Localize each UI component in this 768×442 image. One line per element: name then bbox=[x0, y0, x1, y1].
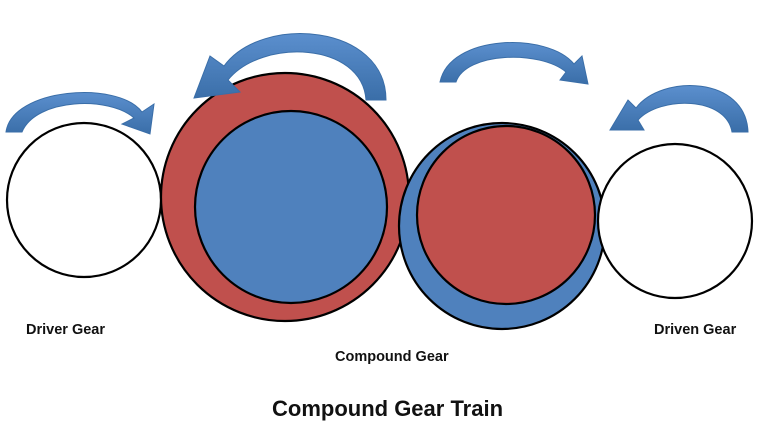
driver-gear bbox=[5, 121, 163, 279]
driver-gear-label: Driver Gear bbox=[26, 322, 105, 338]
compound-gear-label: Compound Gear bbox=[335, 349, 449, 365]
compound-right-rotation-arrow bbox=[439, 42, 589, 85]
compound-left-rotation-arrow bbox=[193, 33, 387, 101]
driven-rotation-arrow bbox=[609, 85, 749, 133]
diagram-title: Compound Gear Train bbox=[272, 396, 504, 421]
compound-gear-right-inner bbox=[415, 124, 597, 306]
driver-rotation-arrow bbox=[5, 92, 155, 135]
compound-gear-left-inner bbox=[193, 109, 389, 305]
driven-gear bbox=[596, 142, 754, 300]
driven-gear-label: Driven Gear bbox=[654, 322, 737, 338]
